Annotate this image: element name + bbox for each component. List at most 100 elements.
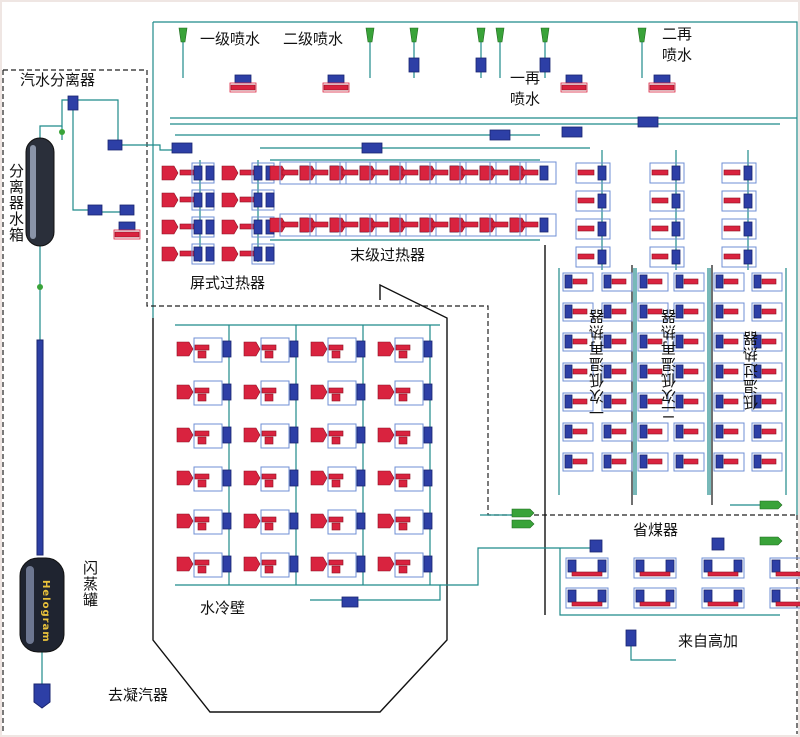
module-outline bbox=[193, 552, 223, 578]
heat-module-red bbox=[761, 458, 777, 465]
heat-module-red bbox=[651, 197, 669, 204]
heat-module-blue bbox=[222, 340, 232, 358]
heat-module-red bbox=[723, 428, 739, 435]
heat-module-red bbox=[261, 430, 277, 437]
label-low-temp-superheater: 低温过热器 bbox=[742, 330, 760, 410]
heat-module-blue bbox=[193, 165, 203, 181]
header-inlet bbox=[161, 246, 179, 262]
module-outline bbox=[633, 557, 677, 579]
heat-module-red bbox=[311, 169, 329, 176]
heat-module-red bbox=[328, 516, 344, 523]
label-spray-2: 二级喷水 bbox=[283, 30, 344, 48]
heat-module-blue bbox=[356, 512, 366, 530]
heat-module-blue bbox=[671, 193, 681, 209]
heat-module-red bbox=[651, 225, 669, 232]
heat-module-blue bbox=[639, 394, 648, 409]
heat-module-red bbox=[723, 368, 739, 375]
module-outline bbox=[394, 509, 424, 535]
spray-mixer bbox=[475, 57, 487, 73]
heat-module-red bbox=[723, 308, 739, 315]
collector bbox=[489, 129, 511, 141]
heat-module-blue bbox=[423, 426, 433, 444]
heat-module-blue bbox=[753, 334, 762, 349]
heat-module-blue bbox=[603, 364, 612, 379]
module-outline bbox=[673, 422, 705, 442]
heat-module-red bbox=[197, 436, 207, 445]
heat-module-blue bbox=[597, 589, 607, 603]
module-outline bbox=[637, 272, 669, 292]
spray-mixer bbox=[565, 74, 583, 84]
heat-module-blue bbox=[603, 424, 612, 439]
spray-mixer-base bbox=[561, 84, 587, 91]
heat-module-blue bbox=[671, 165, 681, 181]
module-outline bbox=[193, 466, 223, 492]
heat-module-red bbox=[577, 225, 595, 232]
heat-module-red bbox=[331, 479, 341, 488]
heat-module-red bbox=[723, 225, 741, 232]
heat-module-red bbox=[707, 571, 739, 577]
heat-module-blue bbox=[597, 193, 607, 209]
header-inlet bbox=[377, 470, 395, 486]
module-outline bbox=[721, 246, 757, 268]
header-inlet bbox=[310, 556, 328, 572]
module-outline bbox=[260, 423, 290, 449]
label-spray-1: 一级喷水 bbox=[200, 30, 261, 48]
module-outline bbox=[394, 337, 424, 363]
module-outline bbox=[673, 452, 705, 472]
header-inlet bbox=[243, 384, 261, 400]
heat-module-red bbox=[194, 473, 210, 480]
heat-module-blue bbox=[567, 559, 577, 573]
header-inlet bbox=[176, 470, 194, 486]
module-outline bbox=[751, 362, 783, 382]
heat-module-blue bbox=[753, 304, 762, 319]
header-inlet bbox=[176, 384, 194, 400]
heat-module-blue bbox=[753, 274, 762, 289]
heat-module-red bbox=[398, 350, 408, 359]
module-outline bbox=[519, 161, 557, 185]
spray-mixer-base bbox=[649, 84, 675, 91]
spray-valve bbox=[365, 27, 375, 43]
module-outline bbox=[601, 332, 633, 352]
heat-module-blue bbox=[265, 246, 275, 262]
heat-module-blue bbox=[743, 221, 753, 237]
heat-module-red bbox=[639, 601, 671, 607]
outlet-valve bbox=[759, 500, 783, 510]
heat-module-blue bbox=[289, 555, 299, 573]
heat-module-blue bbox=[703, 559, 713, 573]
collector bbox=[361, 142, 383, 154]
module-outline bbox=[394, 552, 424, 578]
heat-module-blue bbox=[639, 454, 648, 469]
module-outline bbox=[637, 332, 669, 352]
heat-module-blue bbox=[289, 340, 299, 358]
heat-module-red bbox=[261, 473, 277, 480]
label-primary-low-temp-reheater: 一次低温再热器 bbox=[588, 308, 606, 420]
module-outline bbox=[751, 422, 783, 442]
heat-module-blue bbox=[356, 555, 366, 573]
separator-link bbox=[72, 110, 88, 211]
module-outline bbox=[637, 302, 669, 322]
heat-module-red bbox=[683, 338, 699, 345]
heat-module-blue bbox=[675, 454, 684, 469]
heat-module-red bbox=[194, 516, 210, 523]
heat-module-blue bbox=[603, 454, 612, 469]
heat-module-blue bbox=[639, 304, 648, 319]
economizer-collector bbox=[711, 537, 725, 551]
module-outline bbox=[601, 422, 633, 442]
heat-module-red bbox=[341, 169, 359, 176]
heat-module-blue bbox=[253, 246, 263, 262]
heat-module-red bbox=[194, 559, 210, 566]
heat-module-red bbox=[328, 559, 344, 566]
heat-module-red bbox=[328, 344, 344, 351]
label-reheat-spray-1: 一再 喷水 bbox=[510, 69, 541, 108]
heat-module-red bbox=[264, 350, 274, 359]
heat-module-red bbox=[197, 350, 207, 359]
heat-module-red bbox=[197, 479, 207, 488]
heat-module-red bbox=[395, 344, 411, 351]
label-platen-superheater: 屏式过热器 bbox=[190, 274, 266, 292]
heat-module-blue bbox=[222, 555, 232, 573]
heat-module-red bbox=[639, 571, 671, 577]
heat-module-red bbox=[194, 430, 210, 437]
heat-module-red bbox=[577, 169, 595, 176]
heat-module-blue bbox=[423, 555, 433, 573]
heat-module-red bbox=[398, 522, 408, 531]
